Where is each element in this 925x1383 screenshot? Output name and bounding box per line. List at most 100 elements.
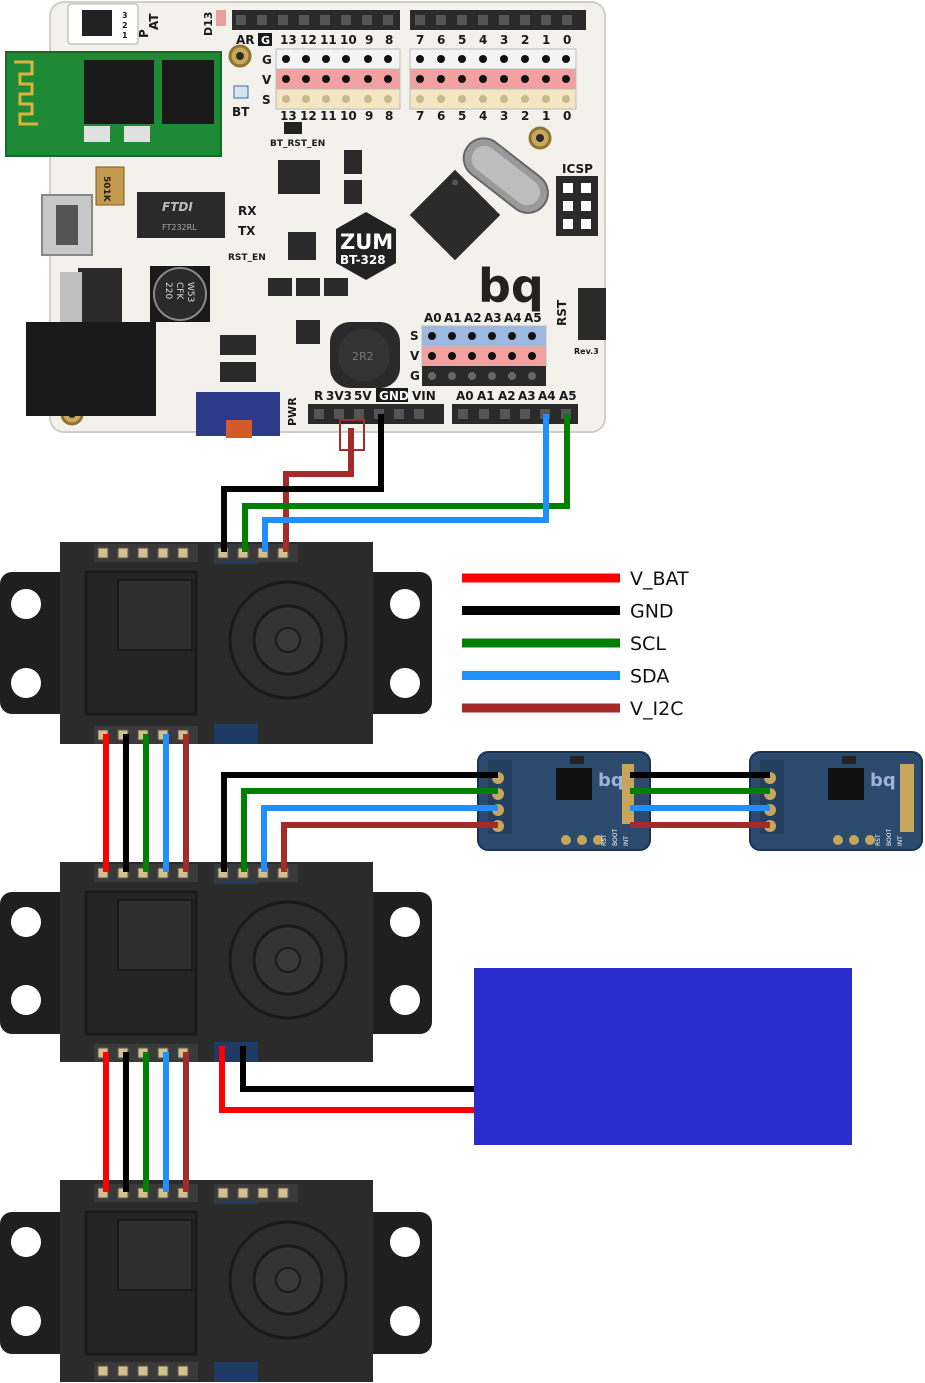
header-pin <box>257 1187 269 1199</box>
power-terminal <box>214 724 258 744</box>
svg-text:9: 9 <box>365 109 373 123</box>
svg-text:A0: A0 <box>456 389 474 403</box>
crystal <box>462 137 549 214</box>
row-label-v: V <box>262 73 272 87</box>
svg-text:6: 6 <box>437 33 445 47</box>
svg-text:1: 1 <box>542 109 550 123</box>
bq-logo: bq <box>478 259 544 313</box>
inductor: 2R2 <box>330 322 400 388</box>
svg-text:13: 13 <box>280 33 297 47</box>
svg-text:2R2: 2R2 <box>352 350 374 363</box>
svg-text:GND: GND <box>379 389 409 403</box>
reset-button <box>578 288 606 340</box>
analog-header <box>421 325 547 386</box>
bq-logo: bq <box>870 770 896 791</box>
header-pin <box>117 547 129 559</box>
header-pin <box>97 1365 109 1377</box>
svg-text:A5: A5 <box>524 311 542 325</box>
digital-header-left <box>232 10 400 30</box>
svg-text:2: 2 <box>521 33 529 47</box>
svg-text:ZUM: ZUM <box>340 230 393 254</box>
svg-text:R: R <box>314 389 323 403</box>
electrolytic-capacitor: 220 CFK W53 <box>150 266 210 322</box>
svg-text:12: 12 <box>300 109 317 123</box>
svg-text:INT: INT <box>623 836 630 846</box>
battery-pack <box>474 968 852 1145</box>
imu-sensor-2: bq RST BOOT INT <box>749 751 923 851</box>
svg-text:A3: A3 <box>484 311 502 325</box>
gvs-pins <box>282 55 570 103</box>
header-pin <box>157 1365 169 1377</box>
servo-motor-2 <box>0 862 432 1062</box>
servo-header <box>214 544 298 562</box>
svg-text:8: 8 <box>385 109 393 123</box>
atmega328-chip <box>409 169 501 261</box>
svg-text:BOOT: BOOT <box>886 829 893 846</box>
svg-text:7: 7 <box>416 33 424 47</box>
wire-scl <box>242 414 570 552</box>
svg-text:A1: A1 <box>477 389 495 403</box>
svg-text:10: 10 <box>340 33 357 47</box>
svg-text:3V3: 3V3 <box>326 389 352 403</box>
svg-text:A1: A1 <box>444 311 462 325</box>
bq-logo: bq <box>598 770 624 791</box>
imu-sensor-1: bq RST BOOT INT <box>477 751 651 851</box>
icsp-label: ICSP <box>562 162 593 176</box>
svg-text:11: 11 <box>320 109 337 123</box>
rst-label: RST <box>555 299 569 326</box>
antenna-icon <box>14 60 38 126</box>
svg-text:A2: A2 <box>498 389 516 403</box>
svg-text:RST: RST <box>601 834 608 846</box>
svg-text:BOOT: BOOT <box>612 829 619 846</box>
digital-numbers-top: 13 12 11 10 9 8 7 6 5 4 3 2 1 0 <box>280 33 571 47</box>
wire-gnd <box>240 1046 474 1092</box>
svg-text:CFK: CFK <box>174 282 184 300</box>
svg-text:3: 3 <box>500 109 508 123</box>
svg-text:BT-328: BT-328 <box>340 253 386 267</box>
icsp-header <box>556 176 598 236</box>
rx-label: RX <box>238 204 257 218</box>
svg-text:VIN: VIN <box>412 389 436 403</box>
resistor <box>95 166 125 206</box>
svg-text:5: 5 <box>458 109 466 123</box>
legend-label: V_I2C <box>630 698 683 720</box>
svg-text:A5: A5 <box>559 389 577 403</box>
header-pin <box>97 547 109 559</box>
led-bt <box>233 85 249 99</box>
svg-text:W53: W53 <box>185 282 195 302</box>
svg-text:13: 13 <box>280 109 297 123</box>
svg-text:2: 2 <box>521 109 529 123</box>
svg-text:12: 12 <box>300 33 317 47</box>
bt-rst-en-label: BT_RST_EN <box>270 139 325 149</box>
svg-text:A0: A0 <box>424 311 442 325</box>
ar-label: AR <box>236 33 255 47</box>
svg-text:10: 10 <box>340 109 357 123</box>
svg-text:501K: 501K <box>101 176 111 203</box>
analog-row-s: S <box>410 329 419 343</box>
legend-label: GND <box>630 601 674 623</box>
row-label-s: S <box>262 93 271 107</box>
svg-text:A4: A4 <box>538 389 556 403</box>
wire-sda <box>262 414 549 552</box>
dc-jack <box>26 322 156 416</box>
wire-gnd <box>221 772 498 872</box>
svg-text:4: 4 <box>479 33 487 47</box>
svg-text:3: 3 <box>500 33 508 47</box>
svg-text:A4: A4 <box>504 311 522 325</box>
svg-text:4: 4 <box>479 109 487 123</box>
svg-text:6: 6 <box>437 109 445 123</box>
svg-text:FTDI: FTDI <box>162 200 193 214</box>
analog-header-bottom-labels: A0 A1 A2 A3 A4 A5 <box>456 389 577 403</box>
zum-bt328-board: 3 2 1 P AT D13 AR G 13 12 11 10 9 8 7 <box>5 1 606 438</box>
header-pin <box>217 1187 229 1199</box>
svg-text:7: 7 <box>416 109 424 123</box>
svg-text:0: 0 <box>563 33 571 47</box>
rst-en-label: RST_EN <box>228 253 266 263</box>
analog-labels-top: A0 A1 A2 A3 A4 A5 <box>424 311 542 325</box>
dip-number: 1 <box>122 31 128 40</box>
svg-text:1: 1 <box>542 33 550 47</box>
svg-text:FT232RL: FT232RL <box>162 223 197 232</box>
p-label: P <box>137 29 151 38</box>
servo-header <box>214 864 298 882</box>
led-d13 <box>216 10 226 26</box>
